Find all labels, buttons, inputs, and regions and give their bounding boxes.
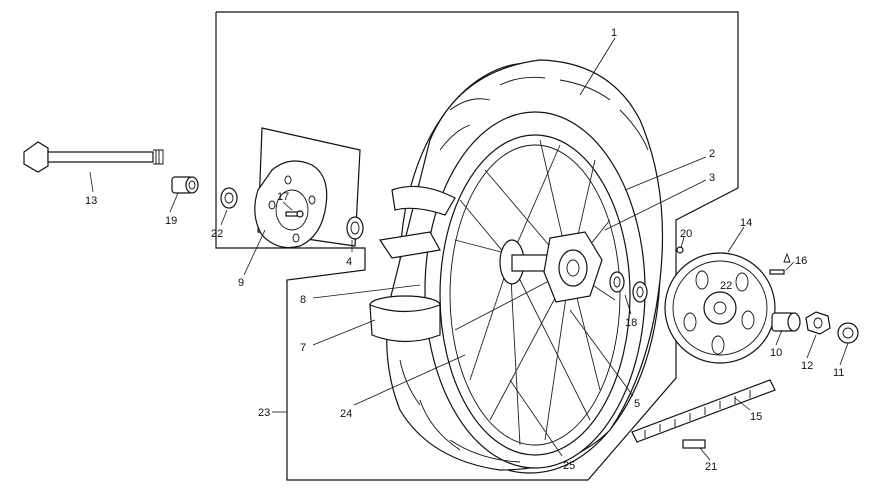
- label-7: 7: [300, 342, 306, 354]
- label-22-left: 22: [211, 228, 223, 240]
- label-9: 9: [238, 277, 244, 289]
- label-16: 16: [795, 255, 807, 267]
- leader-lines: [89, 37, 849, 461]
- label-21: 21: [705, 461, 717, 473]
- label-4: 4: [346, 256, 352, 268]
- label-1: 1: [611, 27, 617, 39]
- label-17: 17: [277, 191, 289, 203]
- cap-11: [837, 322, 859, 344]
- nut-12: [805, 311, 831, 335]
- label-18: 18: [625, 317, 637, 329]
- screw-17: [285, 210, 304, 218]
- bearings-18: [609, 271, 648, 303]
- label-2: 2: [709, 148, 715, 160]
- hub: [499, 231, 603, 303]
- part-labels: 1 2 3 4 5 7 8 9 10 11 12 13 14 15 16 17 …: [85, 27, 844, 473]
- seal-22-left: [220, 187, 238, 209]
- label-14: 14: [740, 217, 752, 229]
- label-19: 19: [165, 215, 177, 227]
- rim-tape: [369, 295, 441, 343]
- label-15: 15: [750, 411, 762, 423]
- bearing-4: [346, 216, 364, 240]
- label-12: 12: [801, 360, 813, 372]
- chain: [631, 379, 776, 443]
- label-8: 8: [300, 294, 306, 306]
- label-24: 24: [340, 408, 352, 420]
- label-3: 3: [709, 172, 715, 184]
- assembly-frame: [215, 11, 739, 481]
- label-23: 23: [258, 407, 270, 419]
- label-25: 25: [563, 460, 575, 472]
- label-5: 5: [634, 398, 640, 410]
- master-link: [682, 439, 706, 449]
- label-10: 10: [770, 347, 782, 359]
- screw-16: [769, 252, 791, 275]
- label-11: 11: [833, 367, 844, 379]
- label-13: 13: [85, 195, 97, 207]
- spacer-10: [771, 312, 801, 332]
- rim: [439, 134, 631, 456]
- brake-disc: [254, 127, 361, 249]
- label-22-sprocket: 22: [720, 280, 732, 292]
- bolt-20: [676, 246, 684, 254]
- sprocket: [664, 252, 776, 364]
- axle: [23, 141, 164, 173]
- spacer-19: [171, 176, 199, 194]
- inner-tube: [378, 185, 456, 259]
- label-20: 20: [680, 228, 692, 240]
